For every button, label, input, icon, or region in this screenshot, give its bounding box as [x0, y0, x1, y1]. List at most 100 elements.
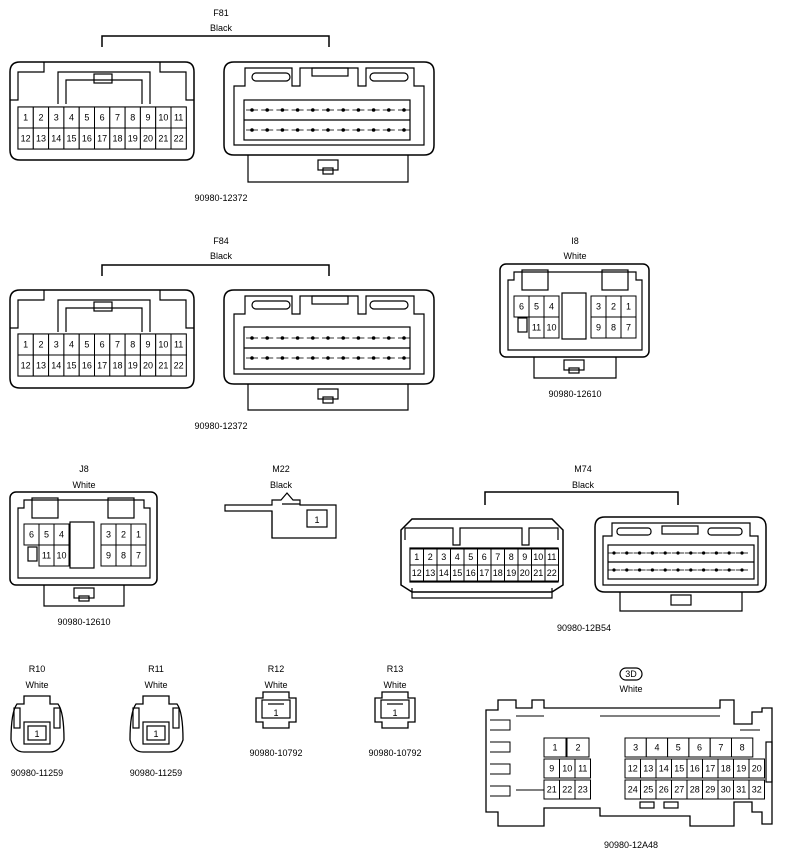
f81-name: F81: [213, 8, 229, 18]
i8-name: I8: [571, 236, 579, 246]
f84-pin-18-label: 18: [112, 361, 122, 371]
r10-pin: 1: [34, 729, 39, 739]
j8-pin-4-label: 4: [59, 530, 64, 540]
f81-pin-7-label: 7: [115, 113, 120, 123]
m74-part-number: 90980-12B54: [557, 623, 611, 633]
m74-pin-7-label: 7: [495, 552, 500, 562]
f84-pin-10-label: 10: [158, 340, 168, 350]
connector-r11: R11 White 1 90980-11259: [129, 664, 184, 778]
3d-pin-27-label: 27: [674, 785, 684, 795]
3d-pin-14-label: 14: [659, 764, 669, 774]
f81-pin-5-label: 5: [84, 113, 89, 123]
i8-pin-7-label: 7: [626, 323, 631, 333]
j8-color: White: [72, 480, 95, 490]
connector-r13: R13 White 1 90980-10792: [368, 664, 421, 758]
f81-part-number: 90980-12372: [194, 193, 247, 203]
f81-pin-12-label: 12: [21, 134, 31, 144]
f84-pin-19-label: 19: [128, 361, 138, 371]
j8-name: J8: [79, 464, 89, 474]
f84-pin-20-label: 20: [143, 361, 153, 371]
i8-pin-4-label: 4: [549, 302, 554, 312]
r12-part-number: 90980-10792: [249, 748, 302, 758]
f81-pin-8-label: 8: [130, 113, 135, 123]
f84-pin-14-label: 14: [51, 361, 61, 371]
3d-pin-31-label: 31: [736, 785, 746, 795]
r12-color: White: [264, 680, 287, 690]
f84-pin-2-label: 2: [38, 340, 43, 350]
i8-pin-6-label: 6: [519, 302, 524, 312]
connector-r12: R12 White 1 90980-10792: [249, 664, 302, 758]
3d-pin-8-cell: [731, 737, 754, 758]
3d-pin-23-label: 23: [578, 785, 588, 795]
f81-pin-4-label: 4: [69, 113, 74, 123]
f81-pin-21-label: 21: [158, 134, 168, 144]
j8-pin-9-label: 9: [106, 551, 111, 561]
connector-r10: R10 White 1 90980-11259: [10, 664, 65, 778]
m22-pin: 1: [314, 515, 319, 525]
3d-pin-26-label: 26: [659, 785, 669, 795]
r11-pin: 1: [153, 729, 158, 739]
f84-pin-22-label: 22: [174, 361, 184, 371]
f84-pin-1-label: 1: [23, 340, 28, 350]
connector-m22: M22 Black 1: [224, 464, 337, 539]
m74-pin-12-label: 12: [412, 568, 422, 578]
f81-pin-2-label: 2: [38, 113, 43, 123]
f81-pin-18-label: 18: [112, 134, 122, 144]
i8-part-number: 90980-12610: [548, 389, 601, 399]
m74-pin-17-label: 17: [479, 568, 489, 578]
j8-part-number: 90980-12610: [57, 617, 110, 627]
m74-name: M74: [574, 464, 592, 474]
f81-pin-13-label: 13: [36, 134, 46, 144]
f81-pin-15-label: 15: [67, 134, 77, 144]
f81-pin-16-label: 16: [82, 134, 92, 144]
j8-pin-10-label: 10: [56, 551, 66, 561]
3d-pin-11-cell: [574, 758, 591, 779]
3d-pin-4-label: 4: [654, 743, 659, 753]
f84-pin-12-label: 12: [21, 361, 31, 371]
m74-pin-3-label: 3: [441, 552, 446, 562]
3d-pin-11-label: 11: [578, 764, 587, 774]
j8-pin-11-label: 11: [42, 551, 51, 561]
3d-pin-15-label: 15: [674, 764, 684, 774]
3d-color: White: [619, 684, 642, 694]
m74-pin-1-label: 1: [414, 552, 419, 562]
f81-pin-20-label: 20: [143, 134, 153, 144]
3d-pin-9-label: 9: [549, 764, 554, 774]
3d-pin-3-label: 3: [633, 743, 638, 753]
m74-pin-19-label: 19: [506, 568, 516, 578]
m74-pin-22-cell: [544, 564, 559, 582]
m74-pin-5-label: 5: [468, 552, 473, 562]
m74-male-housing: [594, 516, 767, 612]
f81-pin-10-label: 10: [158, 113, 168, 123]
j8-pin-10-cell: [53, 544, 70, 567]
f81-pin-3-label: 3: [54, 113, 59, 123]
f84-pin-17-label: 17: [97, 361, 107, 371]
i8-pin-10-label: 10: [546, 323, 556, 333]
f81-pin-1-label: 1: [23, 113, 28, 123]
r11-color: White: [144, 680, 167, 690]
f84-male-housing: [223, 289, 435, 411]
m74-pin-6-label: 6: [482, 552, 487, 562]
3d-pin-16-label: 16: [690, 764, 700, 774]
f84-pin-6-label: 6: [100, 340, 105, 350]
i8-pin-2-label: 2: [611, 302, 616, 312]
j8-pin-7-label: 7: [136, 551, 141, 561]
m74-pin-16-label: 16: [466, 568, 476, 578]
3d-pin-2-label: 2: [575, 743, 580, 753]
f84-pin-9-label: 9: [146, 340, 151, 350]
f84-pin-7-label: 7: [115, 340, 120, 350]
m22-name: M22: [272, 464, 290, 474]
3d-pin-1-cell: [543, 737, 567, 758]
m74-pin-11-label: 11: [547, 552, 556, 562]
r13-part-number: 90980-10792: [368, 748, 421, 758]
